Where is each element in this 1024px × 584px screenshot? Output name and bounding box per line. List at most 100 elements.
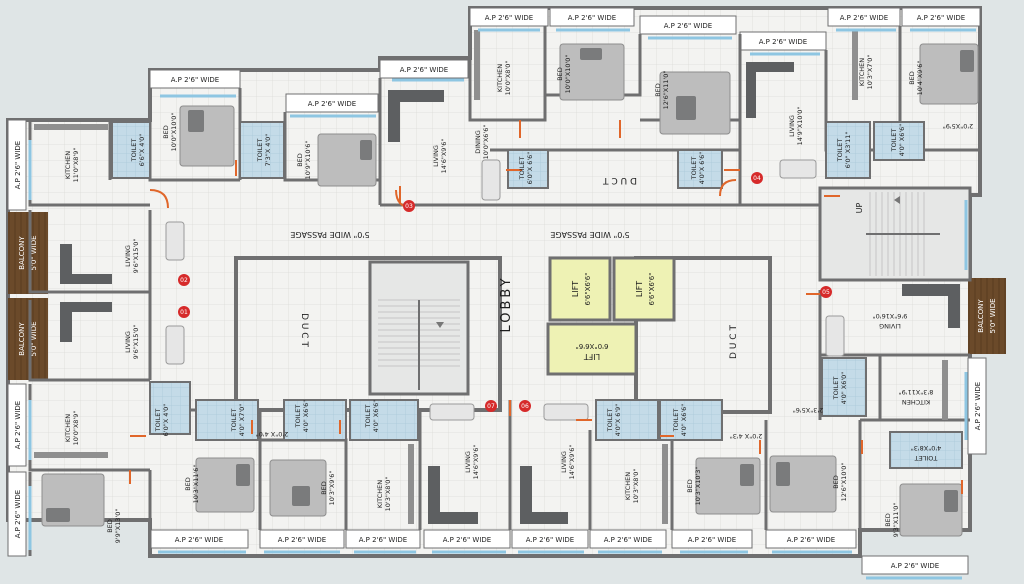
room-dim: 14'6"X9'6" [440, 139, 448, 174]
ap-label: A.P 2'6" WIDE [526, 536, 574, 544]
ap-label: A.P 2'6" WIDE [917, 14, 965, 22]
room-dim: 2'0"X5'9" [943, 122, 974, 130]
core-labels: 5'0" WIDE PASSAGE 5'0" WIDE PASSAGE LOBB… [290, 175, 739, 359]
stair-arrow-icon [894, 196, 900, 204]
balcony-dim: 5'0" WIDE [30, 321, 38, 356]
room-name: BED [908, 71, 916, 85]
room-name: LIVING [788, 115, 796, 137]
room-name: BED [686, 479, 694, 493]
room-name: LIVING [464, 451, 472, 473]
room-name: TOILET [672, 409, 680, 433]
flat-02-number: 02 [180, 277, 188, 284]
room-dim: 9'6"X16'0" [873, 312, 908, 320]
room-dim: 2'0"X 4'3" [730, 432, 763, 440]
pillows [46, 48, 974, 522]
ap-label: A.P 2'6" WIDE [568, 14, 616, 22]
room-labels: KITCHEN 11'0"X8'9" TOILET 6'6"X 4'0" BED… [64, 55, 973, 544]
room-name: KITCHEN [496, 64, 504, 92]
room-dim: 10'9"X10'6" [304, 141, 312, 180]
ap-labels: A.P 2'6" WIDE A.P 2'6" WIDE A.P 2'6" WID… [14, 14, 982, 570]
room-name: BED [884, 513, 892, 527]
ap-label: A.P 2'6" WIDE [14, 401, 22, 449]
flat-01-marker [178, 306, 190, 318]
balcony-left-bottom [8, 298, 48, 380]
room-dim: 4'0" X6'6" [680, 404, 688, 437]
room-dim: 9'3"X11'0" [892, 503, 900, 538]
lift-2 [612, 256, 676, 322]
room-dim: 4'0" X6'0" [840, 372, 848, 405]
room-dim: 4'0" X7'0" [238, 404, 246, 437]
windows [28, 28, 976, 580]
room-dim: 10'0"X10'0" [170, 113, 178, 152]
room-name: TOILET [836, 139, 844, 163]
room-name: TOILET [606, 409, 614, 433]
room-name: BED [296, 153, 304, 167]
flat-01-number: 01 [180, 309, 188, 316]
room-name: TOILET [890, 129, 898, 153]
room-name: LIVING [124, 245, 132, 267]
flat-05-number: 05 [822, 289, 830, 296]
room-name: BED [654, 83, 662, 97]
ap-label: A.P 2'6" WIDE [278, 536, 326, 544]
ap-label: A.P 2'6" WIDE [171, 76, 219, 84]
room-dim: 6'0"X 4'0" [162, 404, 170, 437]
passage-label-left: 5'0" WIDE PASSAGE [290, 230, 369, 239]
room-dim: 6'0" X3'11" [844, 132, 852, 169]
room-name: BED [832, 475, 840, 489]
flat-04-marker [751, 172, 763, 184]
room-dim: 11'0"X8'9" [72, 148, 80, 183]
room-dim: 10'0"X10'0" [564, 55, 572, 94]
staircases: UP [368, 186, 972, 396]
room-dim: 6'0"X 6'6" [526, 152, 534, 185]
ap-label: A.P 2'6" WIDE [891, 562, 939, 570]
room-dim: 8'3"X11'9" [899, 388, 934, 396]
ap-label: A.P 2'6" WIDE [604, 536, 652, 544]
room-name: TOILET [364, 405, 372, 429]
dining-tables [165, 159, 845, 421]
stair-up-label: UP [855, 202, 864, 213]
room-name: TOILET [294, 405, 302, 429]
flat-03-marker [403, 200, 415, 212]
duct-top-label: D U C T [603, 175, 637, 185]
passage-label-right: 5'0" WIDE PASSAGE [550, 230, 629, 239]
room-name: BED [106, 519, 114, 533]
balcony-label: BALCONY [18, 236, 26, 270]
room-dim: 9'6"X15'0" [132, 239, 140, 274]
room-name: BED [162, 125, 170, 139]
lift-1 [548, 256, 612, 322]
ap-label: A.P 2'6" WIDE [840, 14, 888, 22]
room-dim: 4'0"X 6'6" [698, 152, 706, 185]
ap-label: A.P 2'6" WIDE [485, 14, 533, 22]
room-dim: 4'0" X6'6" [372, 400, 380, 433]
kitchen-counters [34, 30, 948, 524]
ap-label: A.P 2'6" WIDE [664, 22, 712, 30]
room-name: BED [320, 481, 328, 495]
flat-markers: 01 02 03 04 05 06 07 [178, 172, 832, 412]
ap-label: A.P 2'6" WIDE [175, 536, 223, 544]
room-dim: 10'3"X10'3" [694, 467, 702, 506]
room-dim: 12'6"X10'0" [840, 463, 848, 502]
lift-3 [546, 322, 638, 376]
room-dim: 2'3"X5'6" [793, 406, 824, 414]
toilets [111, 121, 963, 469]
room-name: KITCHEN [624, 472, 632, 500]
balcony-label: BALCONY [977, 299, 985, 333]
lift-1-dim: 6'6"X6'6" [584, 273, 592, 306]
ap-label: A.P 2'6" WIDE [974, 382, 982, 430]
room-dim: 10'3"X8'0" [384, 477, 392, 512]
room-name: KITCHEN [858, 58, 866, 86]
room-name: LIVING [432, 145, 440, 167]
room-dim: 10'4"X9'6" [916, 61, 924, 96]
room-dim: 10'0"X8'9" [72, 411, 80, 446]
room-name: TOILET [518, 157, 526, 181]
flat-03-number: 03 [405, 203, 413, 210]
flat-07-marker [485, 400, 497, 412]
room-name: BED [556, 67, 564, 81]
room-name: KITCHEN [376, 480, 384, 508]
room-dim: 2'0"X 4'0" [256, 430, 289, 438]
balcony-label: BALCONY [18, 322, 26, 356]
duct-right-label: D U C T [729, 325, 739, 359]
room-name: TOILET [130, 139, 138, 163]
room-dim: 10'3"X11'6" [192, 465, 200, 504]
ap-label: A.P 2'6" WIDE [14, 141, 22, 189]
